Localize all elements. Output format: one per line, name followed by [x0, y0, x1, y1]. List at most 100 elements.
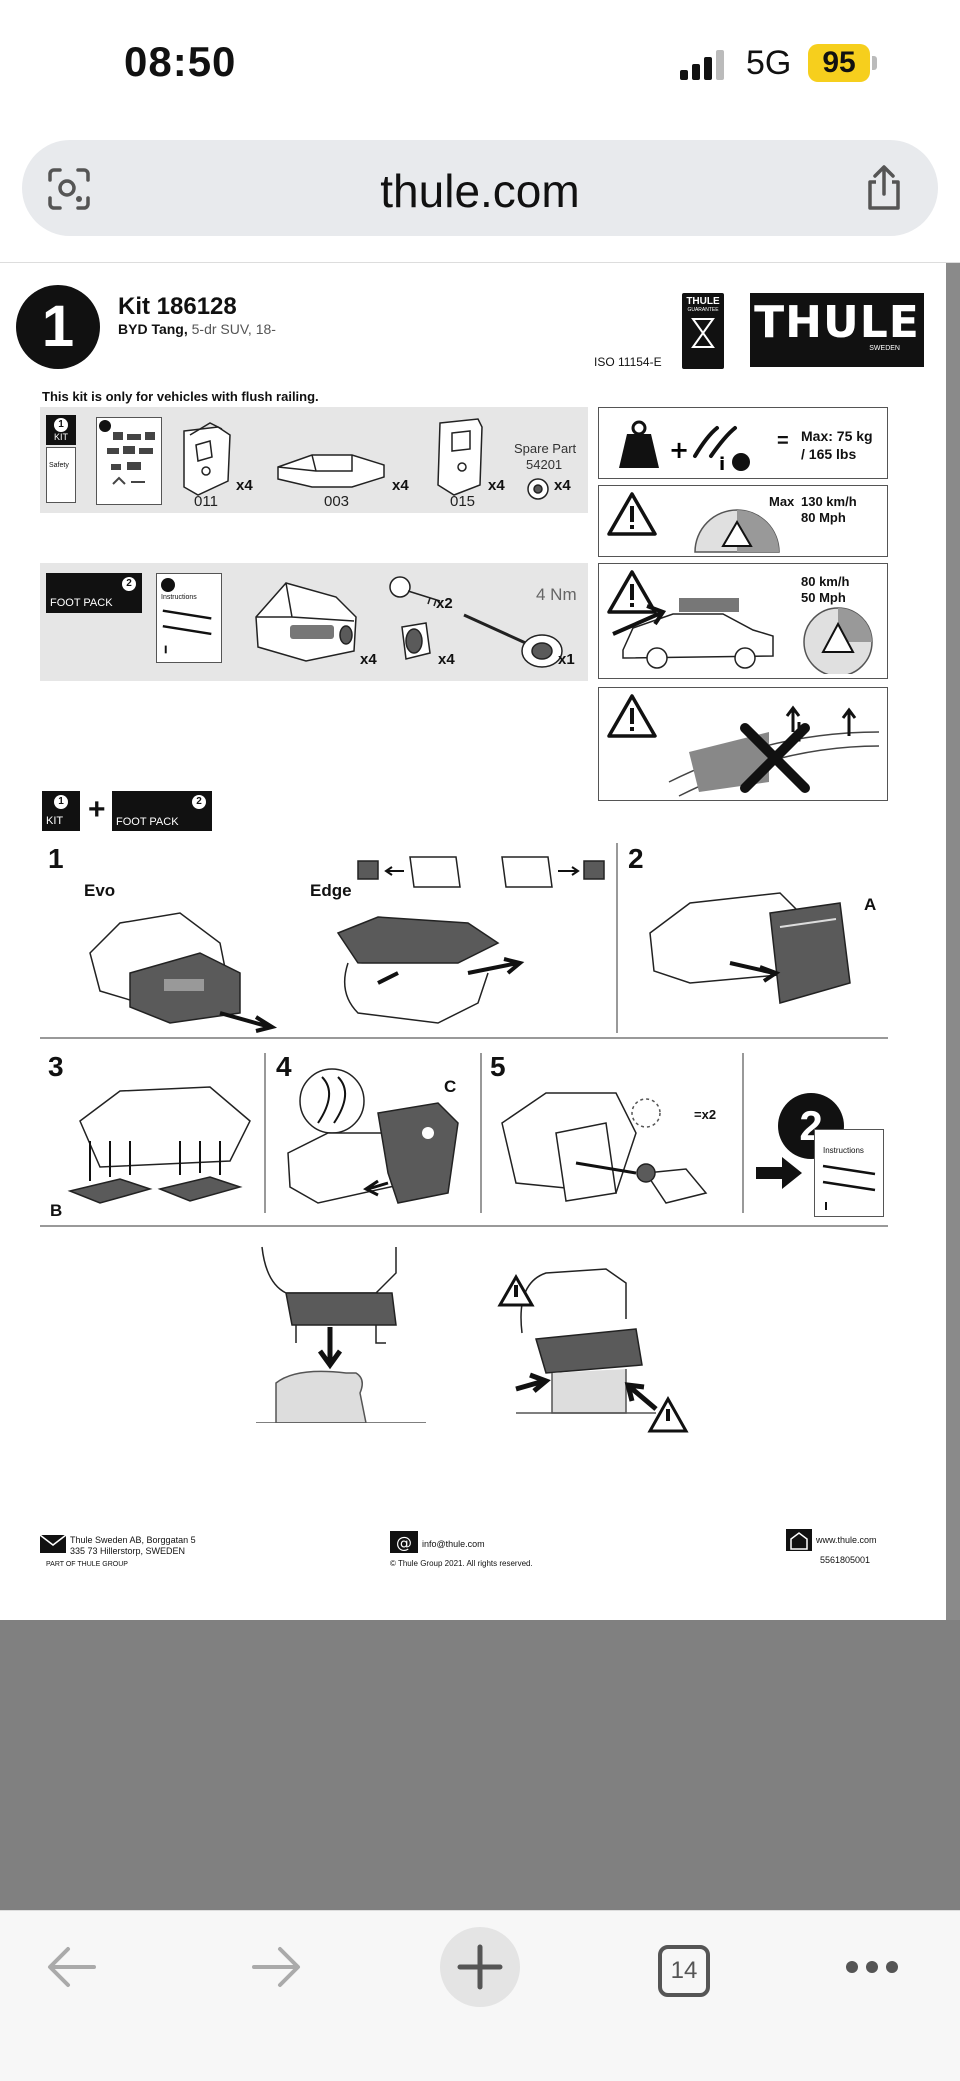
vehicle-name: BYD Tang,	[118, 321, 188, 337]
kit-box-label: KIT	[53, 432, 68, 442]
tabs-button[interactable]: 14	[658, 1945, 710, 1997]
fit-detail-illustration	[256, 1246, 426, 1423]
part-015-qty: x4	[488, 477, 505, 494]
plus-icon	[457, 1944, 503, 1990]
foot-pack-instr-label: Instructions	[161, 594, 197, 601]
lock-cylinder-icon	[401, 622, 431, 660]
step-divider	[264, 1053, 266, 1213]
network-type: 5G	[746, 44, 792, 82]
svg-text:@: @	[396, 1533, 412, 1552]
battery-level: 95	[822, 46, 856, 79]
foot-unit-icon	[255, 582, 357, 662]
share-icon[interactable]	[862, 164, 906, 212]
instructions-thumbnail-icon	[99, 420, 155, 485]
step-divider	[480, 1053, 482, 1213]
equals-sign: =	[777, 430, 789, 452]
tool-qty: x1	[558, 651, 575, 668]
max-load-panel: + i = Max: 75 kg / 165 lbs	[598, 407, 888, 479]
flush-railing-note: This kit is only for vehicles with flush…	[42, 389, 319, 404]
step-1-evo-illustration	[89, 912, 278, 1033]
page-scrollbar[interactable]	[946, 263, 960, 1620]
svg-text:i: i	[719, 454, 725, 474]
bars-icon	[822, 1164, 876, 1210]
combo-foot-pack-label: FOOT PACK	[116, 816, 179, 828]
step-divider	[742, 1053, 744, 1213]
step-5-x2: =x2	[694, 1107, 717, 1122]
thule-logo: THULE SWEDEN	[750, 293, 924, 367]
email-icon: @	[390, 1531, 418, 1553]
footer-copyright: © Thule Group 2021. All rights reserved.	[390, 1559, 533, 1568]
address-bar[interactable]: thule.com	[22, 140, 938, 236]
foot-pack-instr-badge	[161, 578, 175, 592]
combo-foot-pack-number: 2	[192, 795, 206, 809]
instruction-document[interactable]: 1 Kit 186128 BYD Tang, 5-dr SUV, 18- THU…	[0, 263, 946, 1620]
speedometer-icon	[803, 607, 873, 674]
combo-foot-pack-box: 2 FOOT PACK	[112, 791, 212, 831]
step-1-edge-illustration	[336, 916, 525, 1024]
step-3-number: 3	[48, 1051, 64, 1082]
iso-standard: ISO 11154-E	[594, 355, 662, 369]
url-text[interactable]: thule.com	[380, 165, 580, 217]
kit-instructions-leaflet	[96, 417, 162, 505]
step-2-number: 2	[628, 843, 644, 874]
divider	[0, 262, 960, 263]
vehicle-model: BYD Tang, 5-dr SUV, 18-	[118, 321, 276, 337]
step-1-slide-parts	[357, 856, 605, 888]
next-step-instructions: Instructions	[823, 1146, 864, 1155]
step-4-label-c: C	[444, 1077, 457, 1096]
new-tab-button[interactable]	[440, 1927, 520, 2007]
section-divider	[40, 1037, 888, 1039]
part-003-qty: x4	[392, 477, 409, 494]
part-011-qty: x4	[236, 477, 253, 494]
thule-logo-sub: SWEDEN	[869, 345, 900, 352]
kit-box: 1 KIT	[46, 415, 76, 445]
status-bar: 08:50 5G 95	[0, 0, 960, 130]
signal-icon	[680, 50, 724, 80]
battery-nub	[872, 56, 877, 70]
camera-search-icon[interactable]	[46, 166, 92, 212]
load-weight-icon: + i	[619, 420, 750, 474]
footer-email[interactable]: info@thule.com	[422, 1539, 485, 1549]
tab-count: 14	[670, 1957, 698, 1984]
footer-website[interactable]: www.thule.com	[816, 1535, 877, 1545]
bars-icon	[162, 609, 212, 654]
footer-address-1: Thule Sweden AB, Borggatan 5	[70, 1535, 196, 1545]
guarantee-seal-sub: GUARANTEE	[687, 307, 719, 313]
footer-group: PART OF THULE GROUP	[46, 1561, 128, 1568]
bracket-015-icon	[437, 418, 483, 496]
combo-kit-box: 1 KIT	[42, 791, 80, 831]
part-011-code: 011	[194, 493, 218, 510]
spare-part-qty: x4	[554, 477, 571, 494]
lock-qty: x4	[438, 651, 455, 668]
combo-kit-number: 1	[54, 795, 68, 809]
foot-pack-panel: 2 FOOT PACK Instructions x4 x2 x4 4	[40, 563, 588, 681]
speed-max-mph: 80 Mph	[801, 510, 846, 525]
key-qty: x2	[436, 595, 453, 612]
no-lift-roof-icon	[668, 705, 880, 797]
step-number-badge: 1	[16, 285, 100, 369]
forward-arrow-icon[interactable]	[246, 1937, 306, 1997]
step-5-number: 5	[490, 1051, 506, 1082]
bracket-011-icon	[183, 422, 231, 496]
step-1-number: 1	[48, 843, 64, 874]
speed-max-label: Max	[769, 494, 795, 509]
vehicle-detail: 5-dr SUV, 18-	[187, 321, 276, 337]
footer-doc-number: 5561805001	[820, 1555, 871, 1565]
step-1-edge-label: Edge	[310, 881, 352, 900]
section-divider	[40, 1225, 888, 1227]
max-load-lbs: / 165 lbs	[801, 446, 857, 462]
speed-max-kmh: 130 km/h	[801, 494, 857, 509]
kit-box-number: 1	[54, 418, 68, 432]
speed-with-load-panel: 80 km/h 50 Mph	[598, 563, 888, 679]
warning-triangle-icon	[607, 570, 657, 614]
back-arrow-icon[interactable]	[42, 1937, 102, 1997]
pad-003-icon	[277, 454, 385, 488]
browser-toolbar: 14	[0, 1910, 960, 2081]
car-with-load-icon	[612, 598, 774, 669]
next-step-leaflet: Instructions	[814, 1129, 884, 1217]
more-options-icon[interactable]	[842, 1957, 902, 1977]
foot-pack-box: 2 FOOT PACK	[46, 573, 142, 613]
no-lift-panel	[598, 687, 888, 801]
spare-part-code: 54201	[526, 457, 563, 472]
viewer-background	[0, 1620, 960, 1910]
